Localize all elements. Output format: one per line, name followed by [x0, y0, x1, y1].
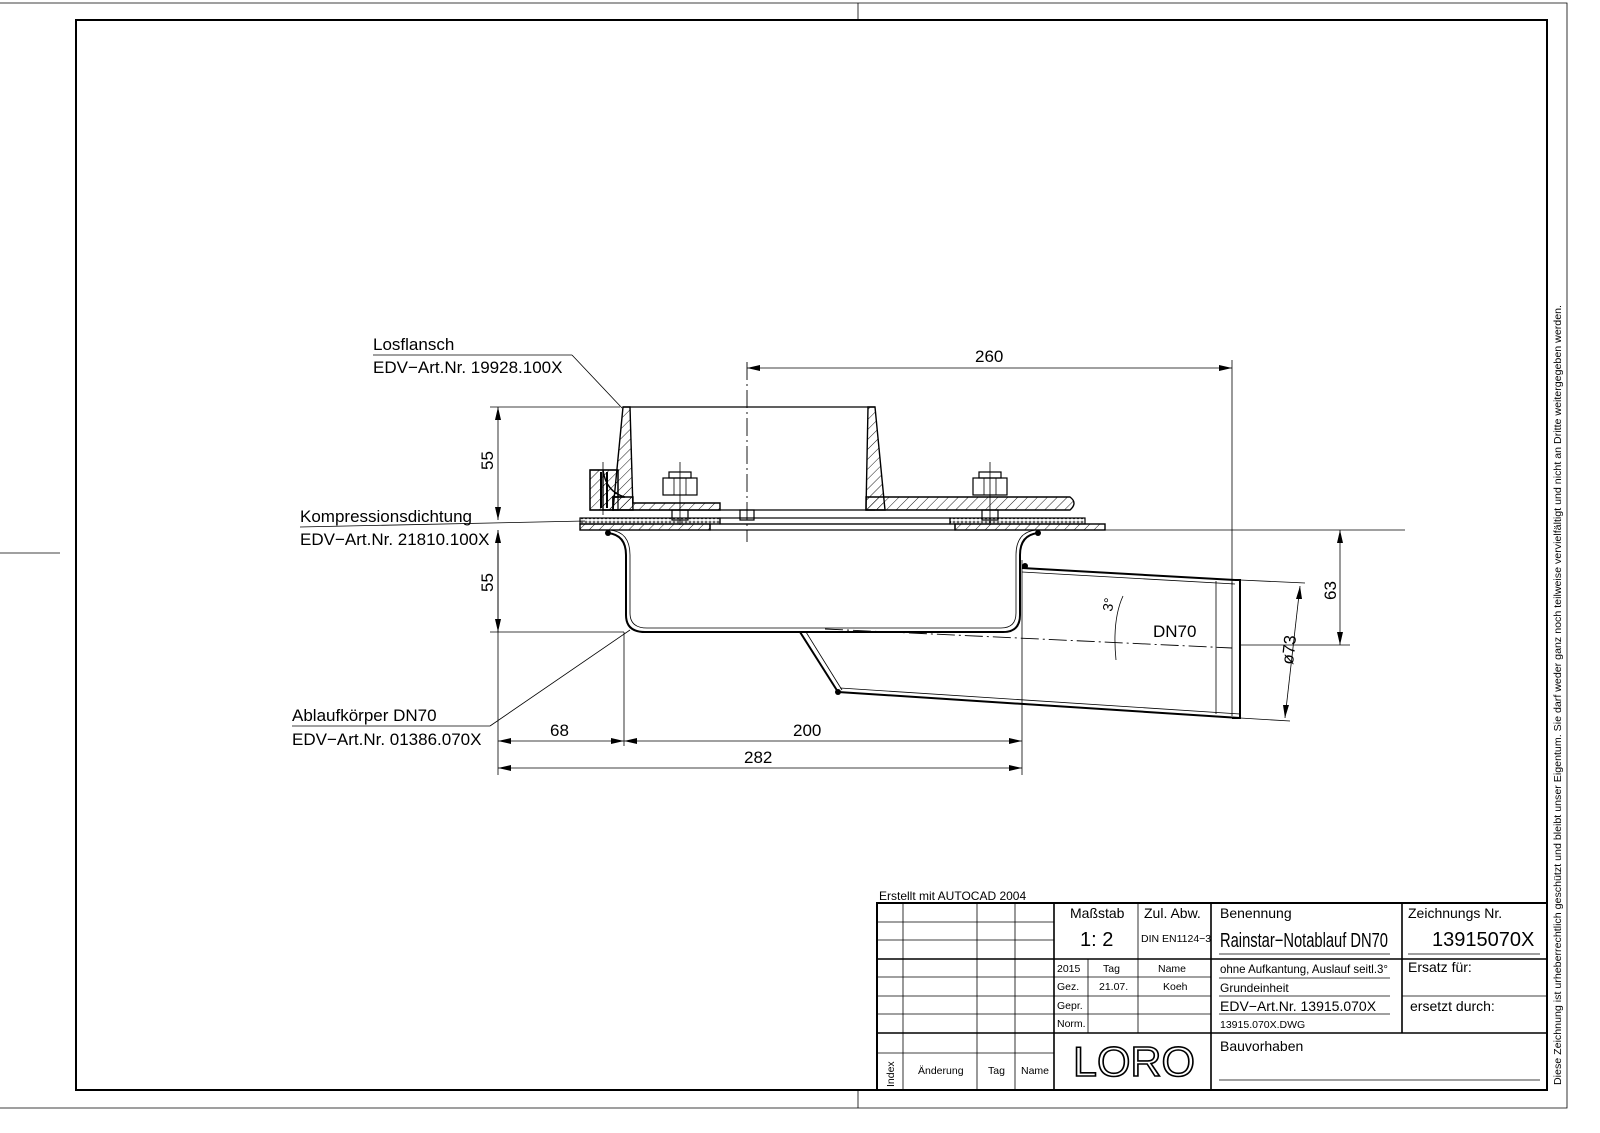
callout-losflansch: Losflansch EDV−Art.Nr. 19928.100X — [373, 335, 623, 409]
revision-day-label: Tag — [988, 1065, 1005, 1077]
copyright-note: Diese Zeichnung ist urheberrechtlich ges… — [1552, 305, 1564, 1085]
description-1: ohne Aufkantung, Auslauf seitl.3° — [1220, 962, 1388, 976]
dimension-282: 282 — [744, 748, 772, 767]
scale-value: 1: 2 — [1080, 929, 1113, 951]
checked-label: Gepr. — [1057, 1000, 1083, 1012]
created-with: Erstellt mit AUTOCAD 2004 — [879, 889, 1026, 903]
callout-name: Losflansch — [373, 335, 454, 354]
dimension-200: 200 — [793, 721, 821, 740]
article-no: EDV−Art.Nr. 13915.070X — [1220, 998, 1377, 1014]
callout-name: Kompressionsdichtung — [300, 507, 472, 526]
revision-change-label: Änderung — [918, 1065, 964, 1077]
drawn-name: Koeh — [1163, 981, 1188, 993]
dimension-63: 63 — [1321, 581, 1340, 600]
callout-article: EDV−Art.Nr. 01386.070X — [292, 730, 481, 749]
norm-label: Norm. — [1057, 1018, 1086, 1030]
sheet-frame — [0, 2, 1568, 1109]
designation-label: Benennung — [1220, 905, 1292, 921]
dimension-260: 260 — [975, 347, 1003, 366]
callout-ablaufkoerper: Ablaufkörper DN70 EDV−Art.Nr. 01386.070X — [292, 629, 631, 749]
dimension-68: 68 — [550, 721, 569, 740]
drawing-no-label: Zeichnungs Nr. — [1408, 905, 1502, 921]
callout-kompressionsdichtung: Kompressionsdichtung EDV−Art.Nr. 21810.1… — [299, 507, 586, 549]
dimension-55-upper: 55 — [478, 451, 497, 470]
replaces-label: Ersatz für: — [1408, 959, 1472, 975]
callout-article: EDV−Art.Nr. 19928.100X — [373, 358, 562, 377]
revision-index-label: Index — [885, 1061, 897, 1087]
callout-name: Ablaufkörper DN70 — [292, 706, 437, 725]
scale-label: Maßstab — [1070, 905, 1125, 921]
replaced-by-label: ersetzt durch: — [1410, 998, 1495, 1014]
drawn-label: Gez. — [1057, 981, 1079, 993]
callout-article: EDV−Art.Nr. 21810.100X — [300, 530, 489, 549]
dimension-diameter-73: ø73 — [1278, 634, 1300, 665]
angle-label: 3° — [1099, 597, 1117, 613]
day-label: Tag — [1103, 963, 1120, 975]
drain-assembly-section — [579, 362, 1241, 719]
tolerance-label: Zul. Abw. — [1144, 905, 1201, 921]
year: 2015 — [1057, 963, 1081, 975]
revision-name-label: Name — [1021, 1065, 1049, 1077]
dn-label: DN70 — [1153, 622, 1196, 641]
nut-left — [662, 462, 698, 525]
drawn-day: 21.07. — [1099, 981, 1128, 993]
dimension-55-lower: 55 — [478, 573, 497, 592]
designation-value: Rainstar−Notablauf DN70 — [1220, 930, 1388, 952]
nut-right — [972, 462, 1008, 525]
loro-logo: LORO — [1073, 1038, 1195, 1085]
dimensions: 260 55 55 63 ø73 DN70 3° 68 — [478, 347, 1405, 775]
drawing-no-value: 13915070X — [1432, 929, 1534, 951]
name-label: Name — [1158, 963, 1186, 975]
title-block: Erstellt mit AUTOCAD 2004 Maß — [876, 889, 1548, 1091]
file-name: 13915.070X.DWG — [1220, 1019, 1305, 1031]
project-label: Bauvorhaben — [1220, 1038, 1303, 1054]
tolerance-value: DIN EN1124−3 — [1141, 933, 1211, 945]
description-2: Grundeinheit — [1220, 981, 1289, 995]
